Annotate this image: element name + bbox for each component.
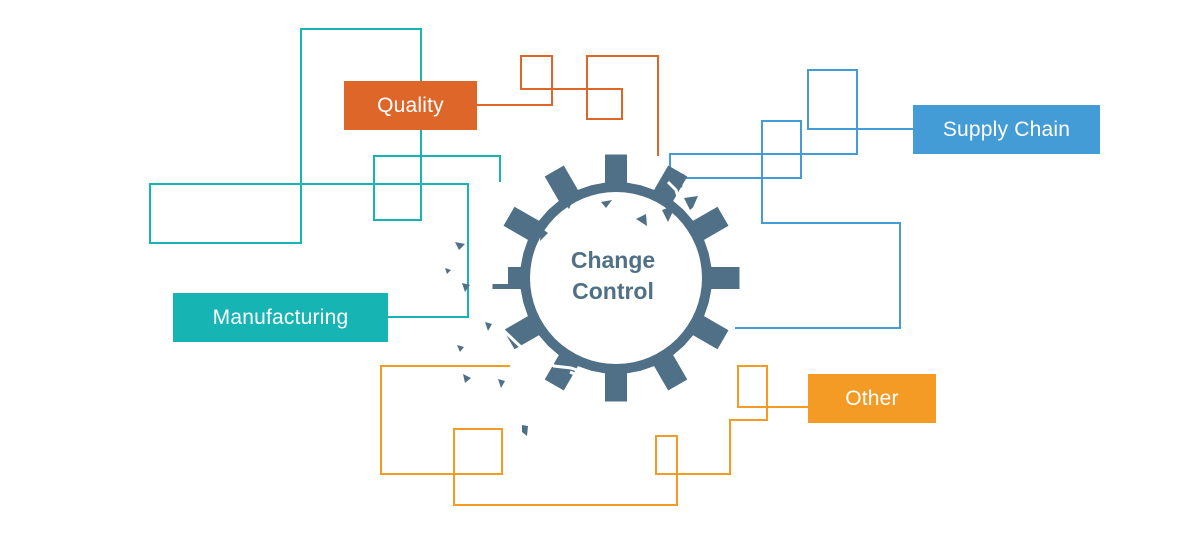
label-supply-chain: Supply Chain <box>913 105 1100 154</box>
center-title-line-2: Control <box>572 278 654 304</box>
center-title-line-1: Change <box>570 247 656 273</box>
gear-fragment <box>455 242 465 250</box>
gear-fragment <box>522 425 528 436</box>
gear-fragment <box>662 205 676 222</box>
gear-body <box>492 154 740 402</box>
gear-fragment <box>636 214 647 226</box>
gear-fragment <box>485 322 492 331</box>
center-title: Change Control <box>532 245 694 307</box>
gear-cracks <box>501 180 705 393</box>
label-other: Other <box>808 374 936 423</box>
label-quality: Quality <box>344 81 477 130</box>
other-connector-lines <box>380 365 808 506</box>
gear-crack <box>501 328 589 376</box>
supply-chain-connector-lines <box>669 69 913 329</box>
gear-fragment <box>498 379 505 388</box>
quality-connector-lines <box>477 55 659 156</box>
gear-fragment <box>563 200 573 209</box>
label-manufacturing: Manufacturing <box>173 293 388 342</box>
gear-crack <box>666 180 705 214</box>
gear-crack <box>569 370 587 393</box>
gear-fragment <box>601 200 612 208</box>
gear-fragment <box>457 345 464 352</box>
change-control-gear <box>480 154 740 402</box>
gear-fragment <box>684 196 698 212</box>
gear-fragment <box>673 174 684 188</box>
gear-fragment <box>540 228 548 241</box>
manufacturing-connector-lines <box>149 28 501 318</box>
gear-fragment <box>463 374 471 383</box>
gear-fragment <box>462 283 470 292</box>
gear-broken-notch <box>480 250 508 284</box>
gear-fragments <box>445 174 698 436</box>
gear-fragment <box>445 268 451 274</box>
